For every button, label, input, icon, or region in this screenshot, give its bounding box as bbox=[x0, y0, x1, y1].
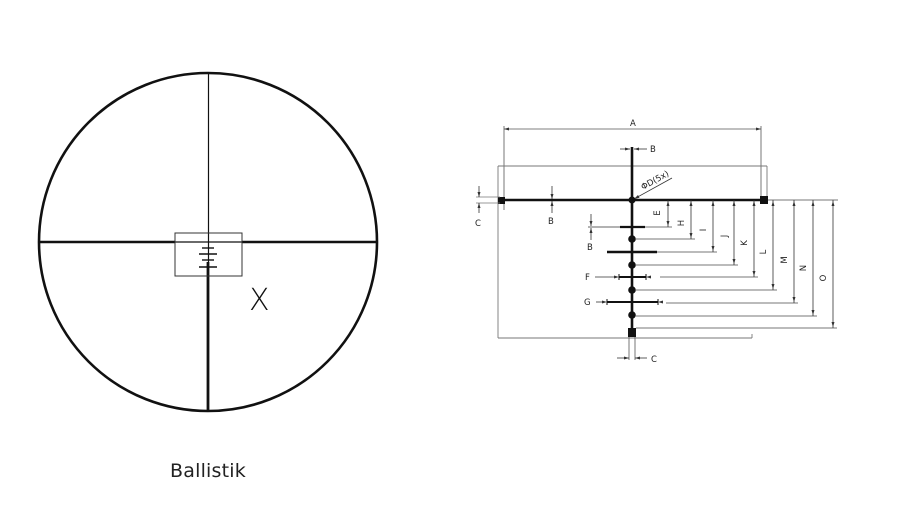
arrow-icon bbox=[658, 300, 663, 304]
label-a: A bbox=[630, 119, 636, 129]
arrow-icon bbox=[756, 127, 761, 131]
arrow-icon bbox=[635, 356, 640, 360]
label-l: L bbox=[759, 249, 769, 254]
arrow-icon bbox=[646, 275, 651, 279]
arrow-icon bbox=[477, 192, 481, 197]
d-leader-line bbox=[633, 177, 673, 200]
label-c-left: C bbox=[475, 219, 481, 229]
label-e: E bbox=[653, 210, 663, 215]
arrow-icon bbox=[634, 195, 640, 199]
arrow-icon bbox=[589, 221, 593, 226]
dim-o: O bbox=[819, 200, 835, 328]
dim-i: I bbox=[699, 200, 715, 252]
label-o: O bbox=[819, 274, 829, 281]
label-g: G bbox=[584, 298, 591, 308]
arrow-icon bbox=[624, 356, 629, 360]
center-dot bbox=[628, 196, 636, 204]
reticle-caption: Ballistik bbox=[170, 460, 246, 482]
arrow-icon bbox=[477, 203, 481, 208]
arrow-icon bbox=[625, 147, 630, 151]
label-h: H bbox=[677, 220, 687, 226]
label-m: M bbox=[780, 256, 790, 263]
dot-1 bbox=[628, 235, 636, 243]
label-b-sub: B bbox=[587, 243, 593, 253]
label-f: F bbox=[585, 273, 590, 283]
label-n: N bbox=[799, 265, 809, 271]
ballistik-reticle: X bbox=[37, 71, 379, 413]
dim-h: H bbox=[677, 200, 693, 239]
dim-j: J bbox=[720, 200, 736, 265]
dim-e: E bbox=[653, 200, 670, 227]
label-c-bottom: C bbox=[651, 355, 657, 365]
left-end-square bbox=[498, 197, 505, 204]
right-end-square bbox=[760, 196, 768, 204]
label-i: I bbox=[699, 229, 709, 232]
arrow-icon bbox=[550, 201, 554, 206]
label-k: K bbox=[740, 240, 750, 246]
dim-n: N bbox=[799, 200, 815, 316]
label-b-top: B bbox=[650, 145, 656, 155]
arrow-icon bbox=[504, 127, 509, 131]
reticle-marker-x: X bbox=[249, 283, 270, 318]
label-b-left: B bbox=[548, 217, 554, 227]
arrow-icon bbox=[614, 275, 619, 279]
arrow-icon bbox=[550, 194, 554, 199]
reticle-dimension-drawing: A C B B ΦD(5 bbox=[475, 119, 838, 365]
dot-3 bbox=[628, 286, 636, 294]
label-j: J bbox=[720, 235, 730, 239]
reticle-center-box bbox=[174, 232, 243, 277]
arrow-icon bbox=[589, 228, 593, 233]
dim-l: L bbox=[759, 200, 775, 290]
arrow-icon bbox=[602, 300, 607, 304]
dim-m: M bbox=[780, 200, 796, 303]
bottom-end-square bbox=[628, 328, 636, 337]
dot-4 bbox=[628, 311, 636, 319]
dim-k: K bbox=[740, 200, 756, 277]
reticle-outer-circle bbox=[37, 71, 379, 413]
dot-2 bbox=[628, 261, 636, 269]
arrow-icon bbox=[634, 147, 639, 151]
